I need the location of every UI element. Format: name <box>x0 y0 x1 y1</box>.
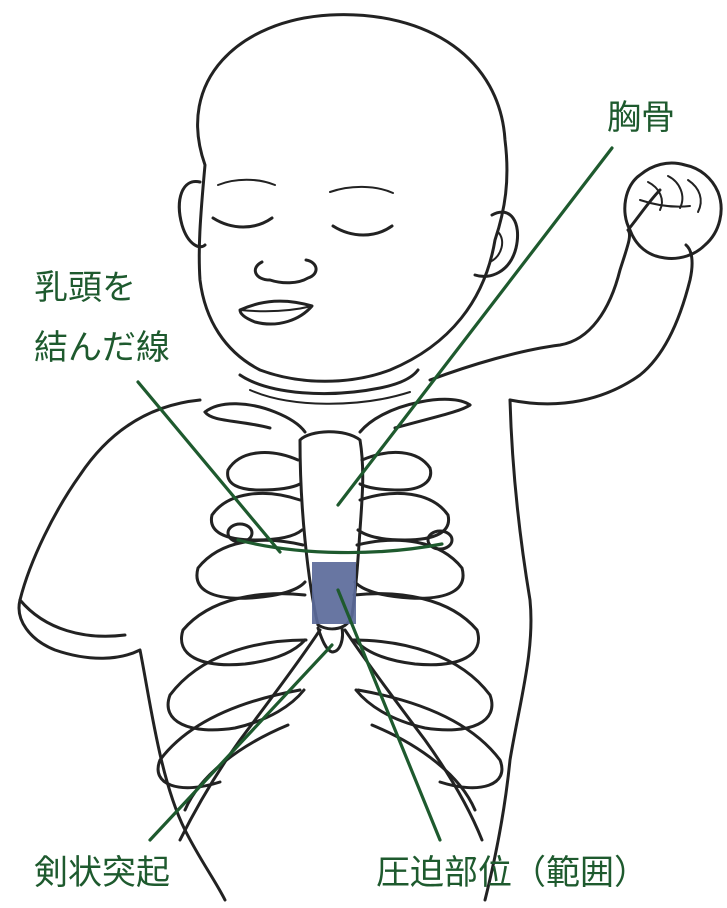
infant-right-eyebrow <box>330 187 393 193</box>
infant-left-eyebrow <box>218 180 275 185</box>
infant-right-eye <box>333 226 392 235</box>
sternum-leader-line <box>338 148 612 505</box>
infant-right-ear <box>475 212 518 276</box>
label-sternum: 胸骨 <box>607 98 675 139</box>
compression-site-leader-line <box>338 590 440 840</box>
label-compression-site: 圧迫部位（範囲） <box>376 853 648 894</box>
infant-torso-left <box>19 400 225 900</box>
infant-head <box>198 15 507 382</box>
label-xiphoid: 剣状突起 <box>34 853 170 894</box>
infant-nose <box>255 260 316 283</box>
label-nipple-line-1: 乳頭を <box>34 268 136 309</box>
label-nipple-line-2: 結んだ線 <box>34 328 170 369</box>
infant-mouth <box>240 301 312 324</box>
infant-fist <box>625 163 721 258</box>
infant-left-eye <box>213 218 272 227</box>
